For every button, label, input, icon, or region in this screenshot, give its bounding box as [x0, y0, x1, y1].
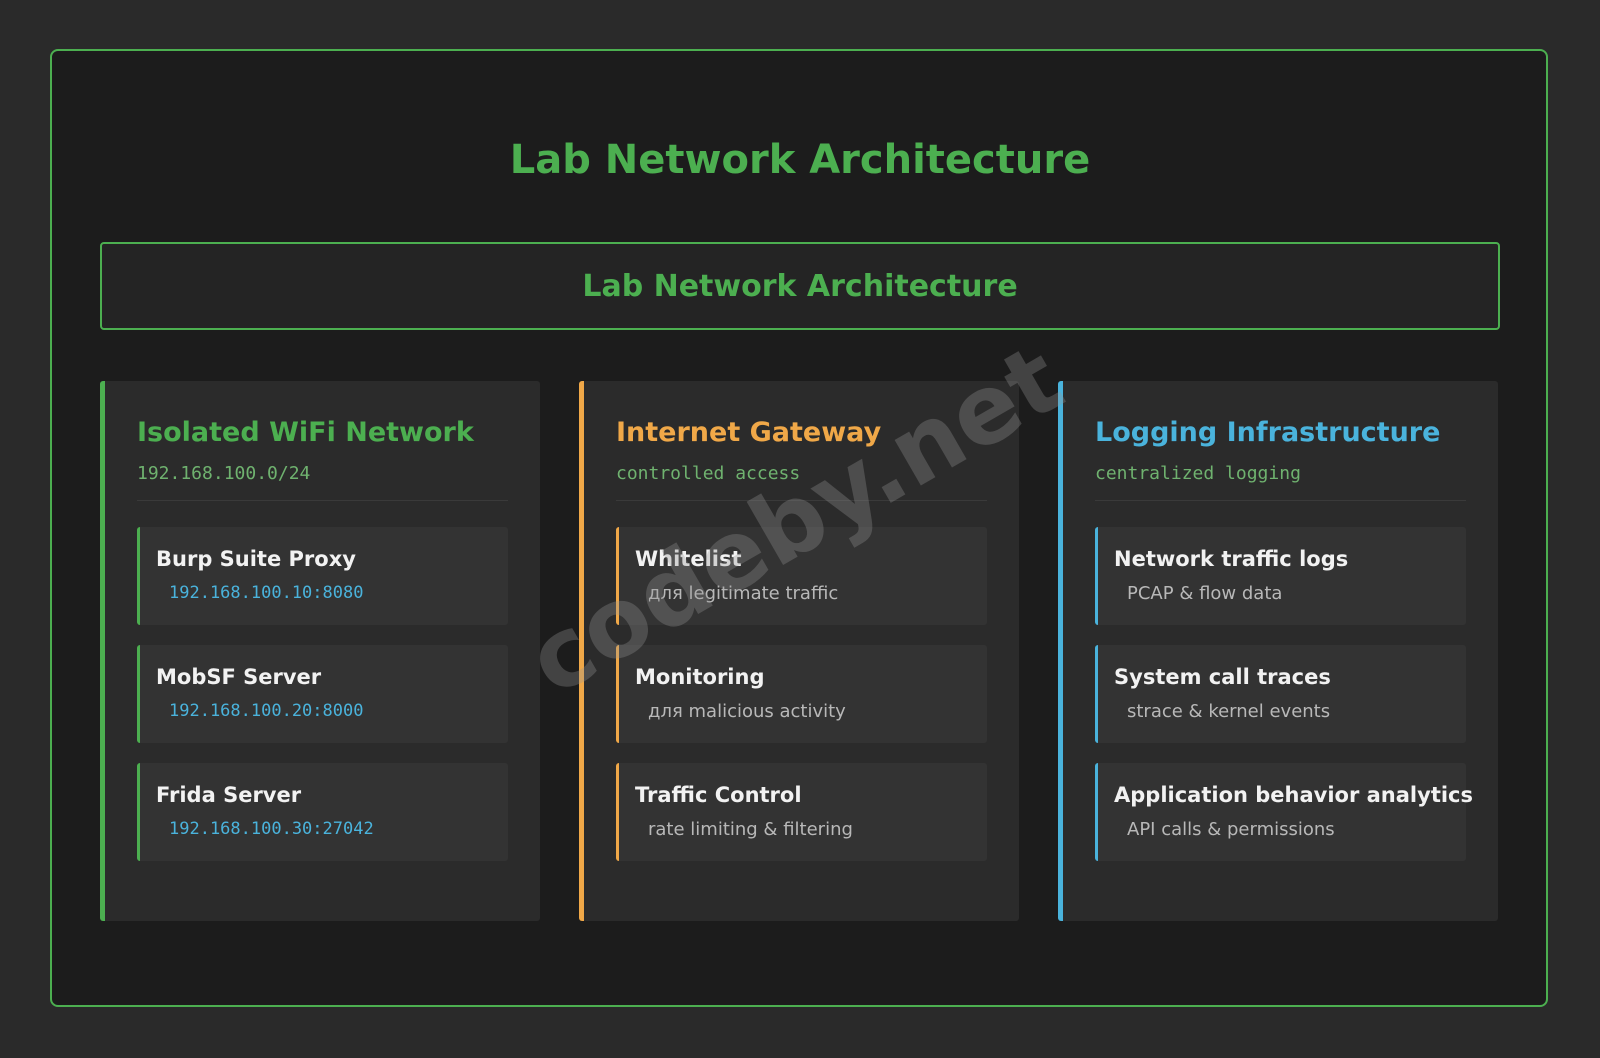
- column-items: Burp Suite Proxy 192.168.100.10:8080 Mob…: [137, 527, 508, 862]
- item-traffic-control: Traffic Control rate limiting & filterin…: [616, 763, 987, 862]
- column-logging-infrastructure: Logging Infrastructure centralized loggi…: [1058, 381, 1498, 921]
- item-description: для legitimate traffic: [648, 582, 839, 604]
- banner-title: Lab Network Architecture: [582, 268, 1018, 304]
- item-address: 192.168.100.10:8080: [169, 582, 364, 603]
- item-description: strace & kernel events: [1127, 700, 1331, 722]
- item-name: Application behavior analytics: [1114, 783, 1473, 808]
- column-title: Internet Gateway: [616, 417, 882, 448]
- column-items: Whitelist для legitimate traffic Monitor…: [616, 527, 987, 862]
- item-whitelist: Whitelist для legitimate traffic: [616, 527, 987, 626]
- item-name: Traffic Control: [635, 783, 802, 808]
- column-subtitle: controlled access: [616, 463, 987, 502]
- column-subtitle: 192.168.100.0/24: [137, 463, 508, 502]
- item-application-behavior-analytics: Application behavior analytics API calls…: [1095, 763, 1473, 862]
- item-burp-suite-proxy: Burp Suite Proxy 192.168.100.10:8080: [137, 527, 508, 626]
- item-description: API calls & permissions: [1127, 818, 1335, 840]
- item-description: rate limiting & filtering: [648, 818, 853, 840]
- item-network-traffic-logs: Network traffic logs PCAP & flow data: [1095, 527, 1466, 626]
- item-name: Network traffic logs: [1114, 547, 1349, 572]
- item-name: Whitelist: [635, 547, 742, 572]
- item-mobsf-server: MobSF Server 192.168.100.20:8000: [137, 645, 508, 744]
- item-name: Burp Suite Proxy: [156, 547, 356, 572]
- item-description: для malicious activity: [648, 700, 846, 722]
- column-internet-gateway: Internet Gateway controlled access White…: [579, 381, 1019, 921]
- item-name: Frida Server: [156, 783, 302, 808]
- item-address: 192.168.100.30:27042: [169, 818, 374, 839]
- item-frida-server: Frida Server 192.168.100.30:27042: [137, 763, 508, 862]
- item-address: 192.168.100.20:8000: [169, 700, 364, 721]
- architecture-banner: Lab Network Architecture: [100, 242, 1500, 330]
- column-items: Network traffic logs PCAP & flow data Sy…: [1095, 527, 1473, 862]
- item-description: PCAP & flow data: [1127, 582, 1283, 604]
- item-name: System call traces: [1114, 665, 1331, 690]
- column-title: Logging Infrastructure: [1095, 417, 1441, 448]
- page-title: Lab Network Architecture: [509, 137, 1091, 183]
- column-title: Isolated WiFi Network: [137, 417, 474, 448]
- column-subtitle: centralized logging: [1095, 463, 1466, 502]
- item-name: Monitoring: [635, 665, 765, 690]
- item-name: MobSF Server: [156, 665, 322, 690]
- item-monitoring: Monitoring для malicious activity: [616, 645, 987, 744]
- column-isolated-wifi-network: Isolated WiFi Network 192.168.100.0/24 B…: [100, 381, 540, 921]
- item-system-call-traces: System call traces strace & kernel event…: [1095, 645, 1466, 744]
